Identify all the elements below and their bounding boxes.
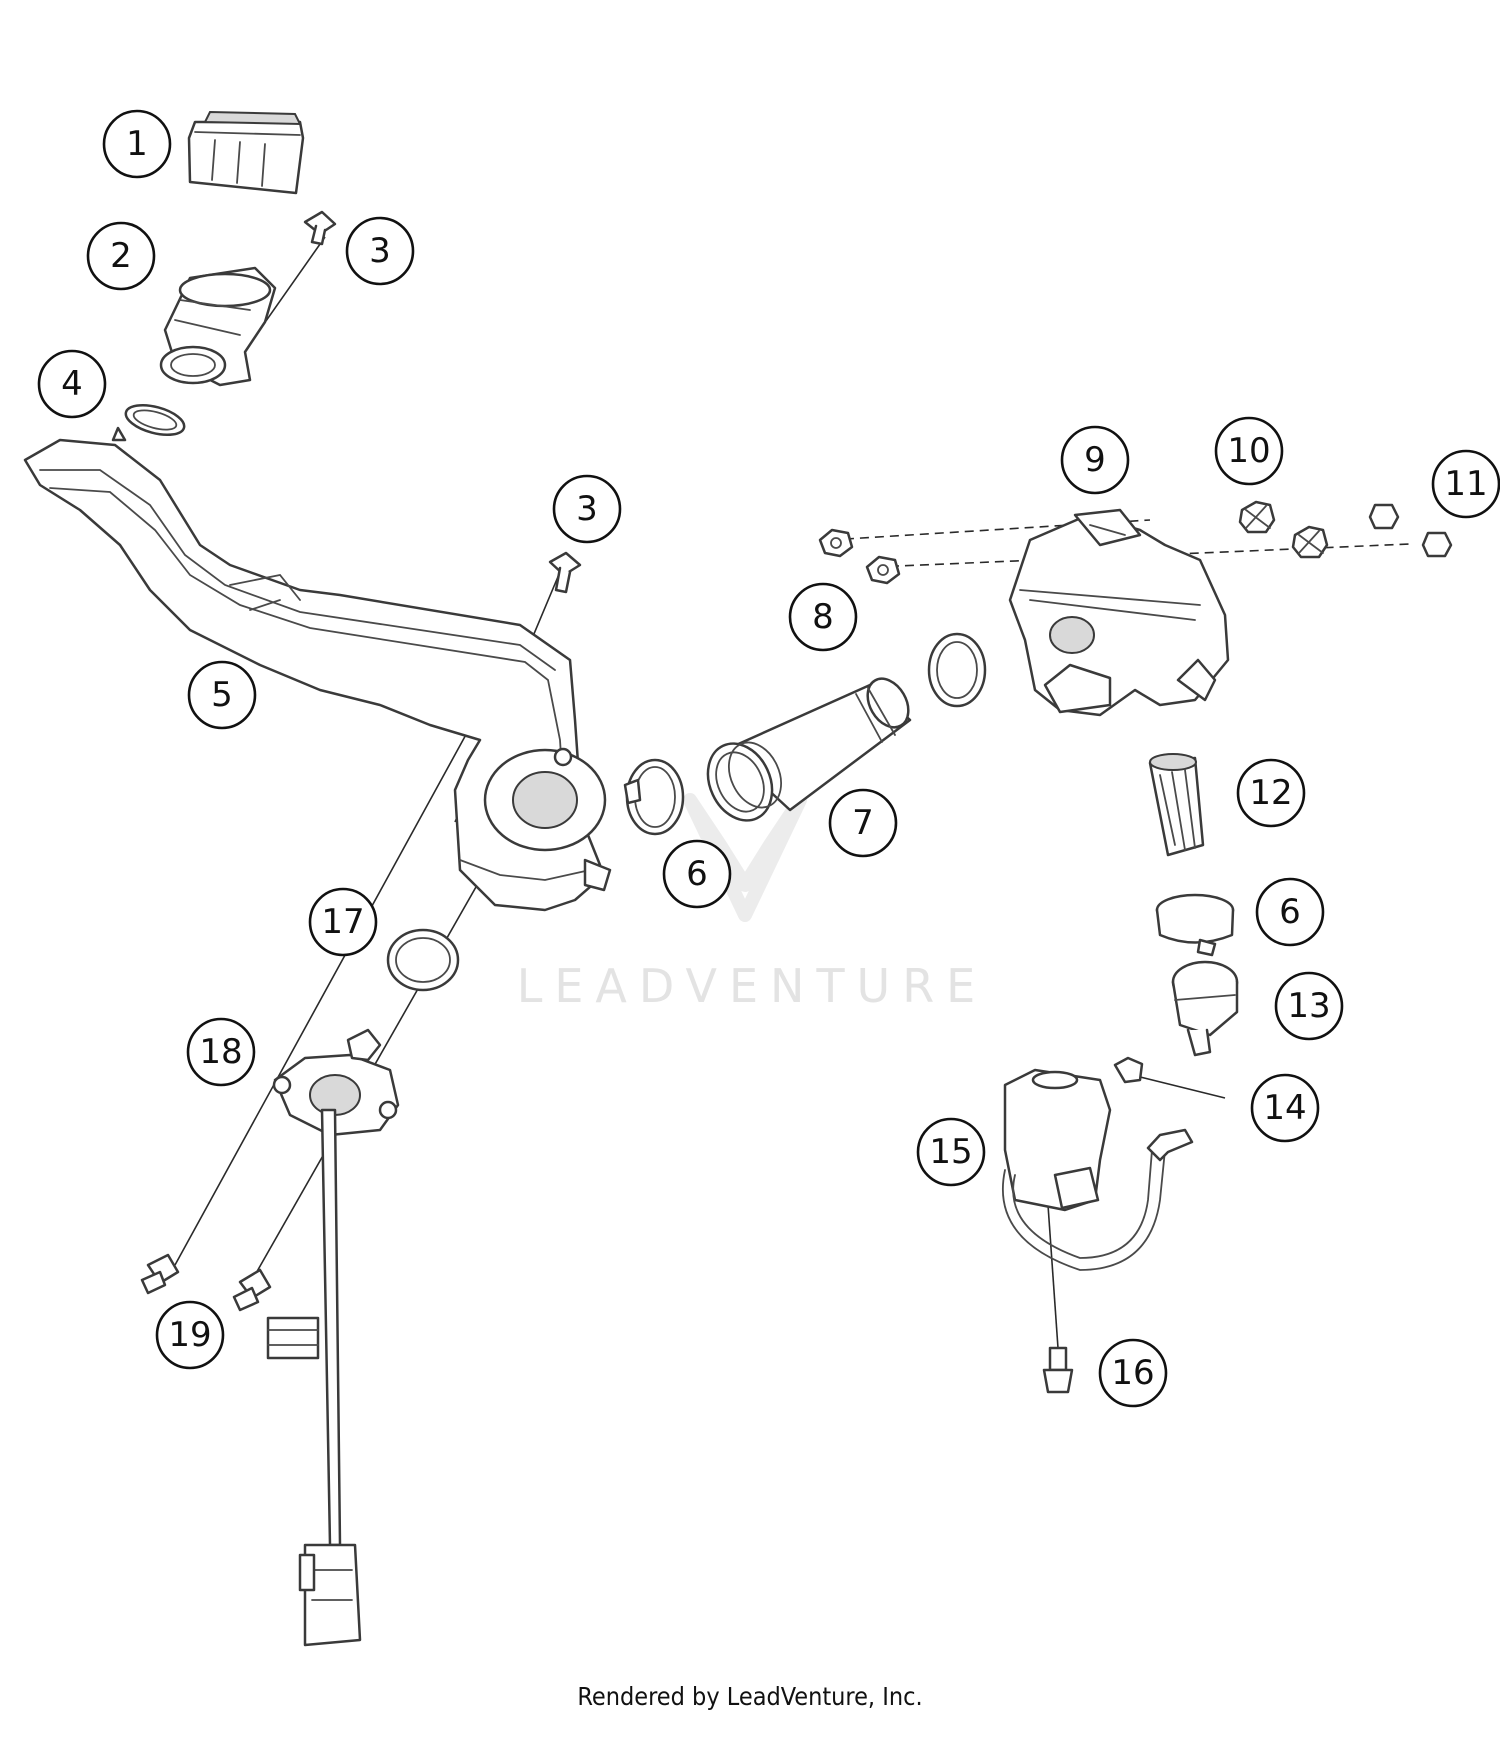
callout-13[interactable]: 13: [1274, 971, 1344, 1041]
part-7-intake-hose: [706, 677, 912, 822]
part-1-reed-valve: [187, 110, 305, 195]
callout-6-label: 6: [686, 854, 708, 894]
callout-8-label: 8: [812, 597, 834, 637]
callout-12[interactable]: 12: [1236, 758, 1306, 828]
callout-14[interactable]: 14: [1250, 1073, 1320, 1143]
callout-14-label: 14: [1263, 1088, 1306, 1128]
part-6-clamp-lower: [1155, 893, 1235, 957]
callout-10-label: 10: [1227, 431, 1270, 471]
callout-9-label: 9: [1084, 440, 1106, 480]
part-9-throttle-body: [1008, 508, 1230, 717]
part-16-screw: [1042, 1346, 1074, 1394]
callout-4-label: 4: [61, 364, 83, 404]
callout-7[interactable]: 7: [828, 788, 898, 858]
callout-8[interactable]: 8: [788, 582, 858, 652]
watermark-logo: [683, 793, 807, 922]
part-6-clamp-middle: [623, 758, 685, 836]
part-10-washers: [1238, 500, 1329, 559]
callout-16[interactable]: 16: [1098, 1338, 1168, 1408]
part-3-screw-middle: [548, 551, 582, 594]
callout-3-top[interactable]: 3: [345, 216, 415, 286]
part-6-clamp-upper: [927, 632, 987, 708]
callout-2-label: 2: [110, 236, 132, 276]
callout-19-label: 19: [168, 1315, 211, 1355]
part-4-o-ring: [124, 403, 186, 437]
part-15-fuel-pump: [1001, 1068, 1194, 1271]
part-2-intake-flange: [159, 266, 277, 387]
callout-1-label: 1: [126, 124, 148, 164]
part-5-airbox: [23, 426, 612, 912]
callout-6-lower[interactable]: 6: [1255, 877, 1325, 947]
part-12-filter-screen: [1148, 753, 1205, 857]
callout-15[interactable]: 15: [916, 1117, 986, 1187]
part-13-hose-fitting: [1171, 960, 1239, 1057]
callout-12-label: 12: [1249, 773, 1292, 813]
callout-19[interactable]: 19: [155, 1300, 225, 1370]
callout-3-label: 3: [576, 489, 598, 529]
part-17-o-ring: [386, 928, 460, 992]
part-18-sensor-flange: [266, 1028, 400, 1647]
callout-7-label: 7: [852, 803, 874, 843]
callout-10[interactable]: 10: [1214, 416, 1284, 486]
callout-1[interactable]: 1: [102, 109, 172, 179]
part-3-screw-top: [303, 210, 337, 246]
callout-13-label: 13: [1287, 986, 1330, 1026]
callout-17-label: 17: [321, 902, 364, 942]
callout-18-label: 18: [199, 1032, 242, 1072]
part-8-nuts: [818, 528, 901, 585]
callout-6-middle[interactable]: 6: [662, 839, 732, 909]
callout-16-label: 16: [1111, 1353, 1154, 1393]
part-11-screws: [1368, 503, 1453, 558]
callout-9[interactable]: 9: [1060, 425, 1130, 495]
callout-15-label: 15: [929, 1132, 972, 1172]
watermark-text: LEADVENTURE: [517, 959, 988, 1013]
callout-5-label: 5: [211, 675, 233, 715]
callout-2[interactable]: 2: [86, 221, 156, 291]
callout-6-label: 6: [1279, 892, 1301, 932]
callout-17[interactable]: 17: [308, 887, 378, 957]
callout-18[interactable]: 18: [186, 1017, 256, 1087]
callout-11[interactable]: 11: [1431, 449, 1500, 519]
callout-3-label: 3: [369, 231, 391, 271]
part-19-screws: [140, 1253, 272, 1312]
part-14-clip: [1113, 1056, 1144, 1084]
callout-3-middle[interactable]: 3: [552, 474, 622, 544]
callout-5[interactable]: 5: [187, 660, 257, 730]
render-credit: Rendered by LeadVenture, Inc.: [577, 1682, 923, 1711]
callout-11-label: 11: [1444, 464, 1487, 504]
watermark: LEADVENTURE: [517, 793, 988, 1013]
callout-4[interactable]: 4: [37, 349, 107, 419]
